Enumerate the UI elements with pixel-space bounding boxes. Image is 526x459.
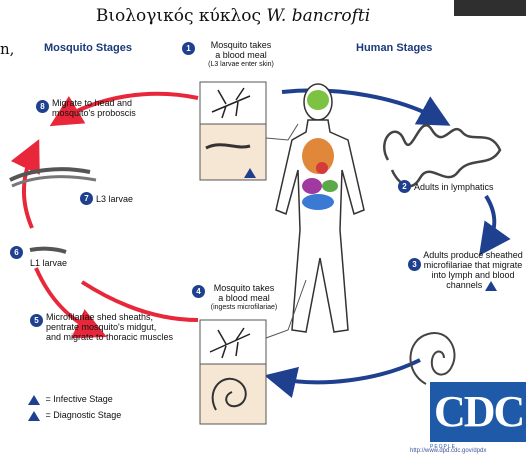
legend-infective-icon <box>28 395 40 405</box>
stage-1-line-3: (L3 larvae enter skin) <box>196 60 286 70</box>
stage-3-line-2: microfilariae that migrate <box>420 260 526 270</box>
stage-7-label: L3 larvae <box>96 194 133 204</box>
stage-3-line-4: channels <box>446 280 482 290</box>
stage-5-line-2: pentrate mosquito's midgut, <box>46 322 196 332</box>
stage-4-line-1: Mosquito takes <box>204 283 284 293</box>
stage-5-line-1: Microfilariae shed sheaths, <box>46 312 196 322</box>
diagnostic-stage-marker-icon <box>485 281 497 291</box>
source-url: http://www.dpd.cdc.gov/dpdx <box>410 448 486 454</box>
mosquito-stages-header: Mosquito Stages <box>44 42 132 54</box>
microfilaria-box <box>200 364 266 424</box>
corner-text: n, <box>0 40 14 58</box>
adult-worms-icon <box>384 125 500 186</box>
stage-3-line-4-wrap: channels <box>420 280 526 291</box>
liver-icon <box>322 180 338 192</box>
blue-arrow-bottom <box>276 360 420 382</box>
stage-8-label: Migrate to head and mosquito's proboscis <box>52 98 172 118</box>
stage-6-number: 6 <box>10 246 23 259</box>
stomach-icon <box>302 178 322 194</box>
red-arrow-left-up <box>24 150 34 228</box>
stage-1-line-2: a blood meal <box>196 50 286 60</box>
stage-7-number: 7 <box>80 192 93 205</box>
stage-8-line-1: Migrate to head and <box>52 98 172 108</box>
stage-4-label: Mosquito takes a blood meal (ingests mic… <box>204 283 284 313</box>
stage-5-label: Microfilariae shed sheaths, pentrate mos… <box>46 312 196 342</box>
stage-2-number: 2 <box>398 180 411 193</box>
stage-5-number: 5 <box>30 314 43 327</box>
stage-8-line-2: mosquito's proboscis <box>52 108 172 118</box>
legend-diagnostic-label: = Diagnostic Stage <box>46 410 122 420</box>
stage-3-line-1: Adults produce sheathed <box>420 250 526 260</box>
legend-diagnostic: = Diagnostic Stage <box>28 410 121 421</box>
connector-top <box>266 124 298 140</box>
figure-title: Βιολογικός κύκλος W. bancrofti <box>68 6 398 26</box>
stage-3-label: Adults produce sheathed microfilariae th… <box>420 250 526 291</box>
title-text: Βιολογικός κύκλος <box>96 6 261 26</box>
stage-3-line-3: into lymph and blood <box>420 270 526 280</box>
stage-4-line-2: a blood meal <box>204 293 284 303</box>
heart-icon <box>316 162 328 174</box>
human-stages-header: Human Stages <box>356 42 432 54</box>
stage-8-number: 8 <box>36 100 49 113</box>
stage-1-line-1: Mosquito takes <box>196 40 286 50</box>
infective-triangle-icon <box>244 168 256 178</box>
stage-1-number: 1 <box>182 42 195 55</box>
legend-infective: = Infective Stage <box>28 394 113 405</box>
blue-arrow-right <box>486 196 494 246</box>
stage-2-label: Adults in lymphatics <box>414 182 524 192</box>
legend-infective-label: = Infective Stage <box>46 394 113 404</box>
cdc-logo-letters: CDC <box>434 386 523 437</box>
microfilaria-icon <box>410 333 454 384</box>
stage-4-line-3: (ingests microfilariae) <box>204 303 284 313</box>
stage-6-label: L1 larvae <box>30 258 67 268</box>
dark-corner-tab <box>454 0 526 16</box>
stage-1-label: Mosquito takes a blood meal (L3 larvae e… <box>196 40 286 70</box>
brain-icon <box>307 90 329 110</box>
l1-larva-icon <box>30 249 66 252</box>
infective-stage-marker <box>244 164 259 182</box>
legend-diagnostic-icon <box>28 411 40 421</box>
intestine-icon <box>302 194 334 210</box>
stage-5-line-3: and migrate to thoracic muscles <box>46 332 196 342</box>
title-species: W. bancrofti <box>266 6 370 26</box>
